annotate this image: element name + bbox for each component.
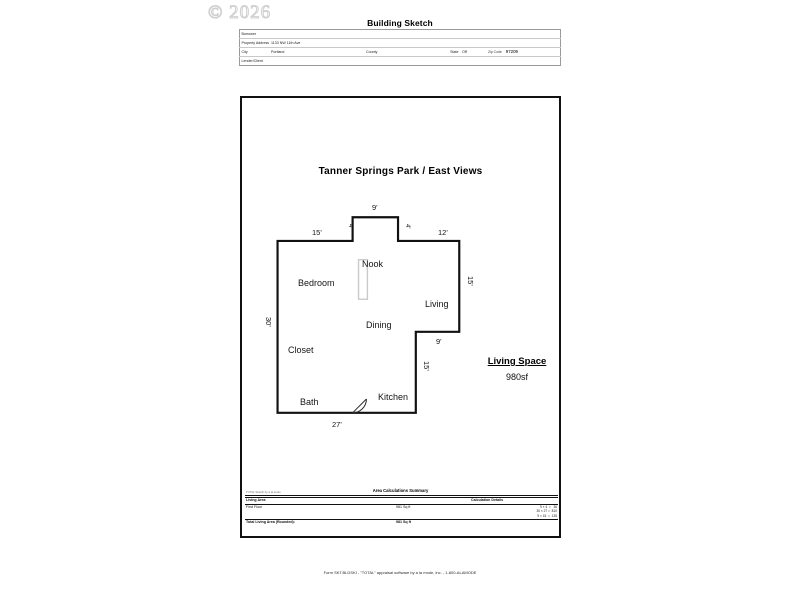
property-header-table: Borrower Property Address 1133 NW 11th A… (239, 29, 561, 66)
area-calculations-table: Living Area Calculation Details First Fl… (245, 497, 558, 526)
dimension-right-lower: 15' (422, 361, 431, 371)
state-label: State (442, 47, 461, 57)
city-label: City (239, 47, 270, 57)
page-title: Building Sketch (367, 18, 433, 28)
total-living-area-value: 981 Sq ft (395, 518, 470, 526)
zip-value: 97209 (505, 49, 518, 54)
dimension-bottom: 27' (332, 420, 342, 429)
sketch-credit: TOTAL Sketch by a la mode (246, 490, 281, 494)
dimension-top-left: 15' (312, 228, 322, 237)
interior-partition (357, 259, 369, 300)
total-spacer (470, 518, 558, 526)
calc-detail-line-1: 9 × 4 = 36 (539, 504, 557, 509)
dimension-left: 30' (264, 317, 273, 327)
dimension-top-right: 12' (438, 228, 448, 237)
room-label-bath: Bath (300, 397, 319, 407)
room-label-living: Living (425, 299, 449, 309)
floor-plan-outline (276, 216, 461, 414)
calc-row-name: First Floor (246, 504, 263, 509)
calc-total-row: Total Living Area (Rounded): 981 Sq ft (245, 518, 558, 526)
room-label-kitchen: Kitchen (378, 392, 409, 402)
room-label-nook: Nook (362, 259, 384, 269)
living-space-label: Living Space (487, 356, 547, 367)
door-swing-arc (352, 398, 367, 414)
dimension-notch-bottom: 9' (436, 337, 442, 346)
header-row-city: City Portland County State OR Zip Code 9… (239, 47, 561, 57)
calc-detail-line-3: 9 × 15 = 135 (537, 514, 557, 519)
borrower-value (364, 29, 561, 39)
zip-cell: Zip Code 97209 (486, 47, 561, 57)
room-label-closet: Closet (288, 345, 314, 355)
calc-divider (245, 495, 558, 496)
calc-row-area: 981 Sq ft (396, 504, 411, 509)
sketch-frame: Tanner Springs Park / East Views Nook Be… (240, 96, 561, 538)
county-label: County (364, 47, 443, 57)
calc-col-area-spacer (395, 497, 470, 505)
lender-label: Lender/Client (241, 59, 263, 63)
zip-label: Zip Code (488, 50, 502, 54)
calc-col-living-area: Living Area (245, 497, 395, 505)
property-address-value: 1133 NW 11th Ave (269, 38, 561, 48)
calc-row-first-floor: First Floor 981 Sq ft 9 × 4 = 36 30 × 27… (245, 504, 558, 519)
dimension-nook-right: 4' (404, 224, 410, 229)
header-row-lender: Lender/Client (240, 57, 561, 66)
calc-col-calculation-details: Calculation Details (470, 497, 558, 505)
state-value: OR (460, 47, 487, 57)
sketch-heading: Tanner Springs Park / East Views (318, 166, 483, 177)
floor-plan-drawing (276, 216, 461, 414)
lender-value (365, 57, 561, 66)
city-value: Portland (269, 47, 365, 57)
area-calculations-title: Area Calculations Summary (372, 488, 429, 493)
calc-header-row: Living Area Calculation Details (245, 497, 558, 505)
dimension-right-upper: 15' (466, 276, 475, 286)
dimension-nook-left: 4' (347, 224, 353, 229)
living-space-value: 980sf (505, 372, 529, 382)
header-row-borrower: Borrower (239, 29, 561, 39)
copyright-watermark: © 2026 (207, 2, 272, 24)
total-living-area-label: Total Living Area (Rounded): (245, 518, 395, 526)
calc-row-details: 9 × 4 = 36 30 × 27 = 810 9 × 15 = 135 (470, 504, 558, 519)
door-leaf (352, 398, 367, 414)
borrower-label: Borrower (239, 29, 365, 39)
calc-detail-line-2: 30 × 27 = 810 (536, 509, 557, 514)
room-label-bedroom: Bedroom (298, 278, 335, 288)
form-footer: Form SKT.BLDSKI - "TOTAL" appraisal soft… (323, 570, 477, 575)
property-address-label: Property Address (239, 38, 270, 48)
dimension-nook-top: 9' (372, 203, 378, 212)
room-label-dining: Dining (366, 320, 392, 330)
header-row-property-address: Property Address 1133 NW 11th Ave (239, 38, 561, 48)
